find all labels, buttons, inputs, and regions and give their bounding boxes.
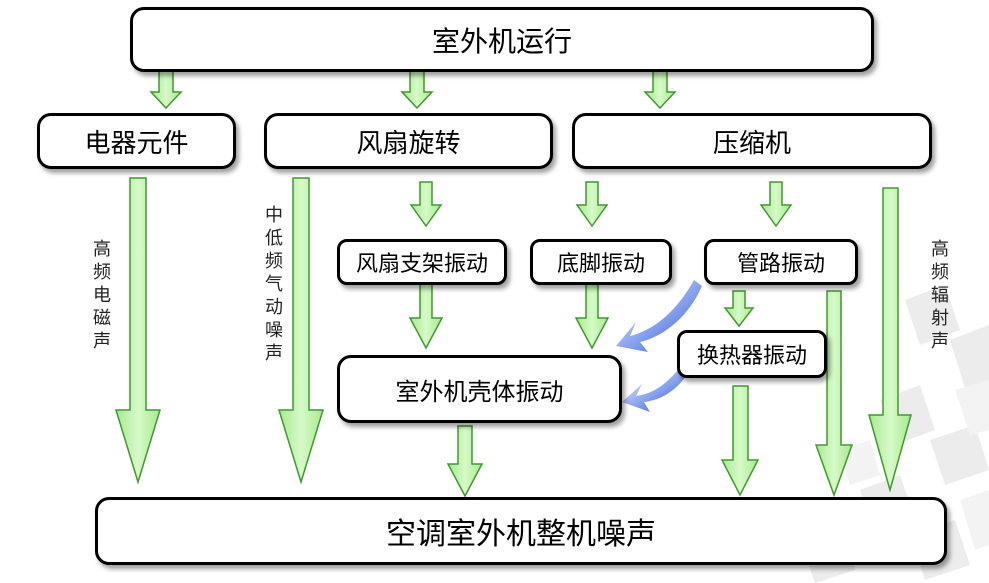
node-overall-noise: 空调室外机整机噪声 <box>95 497 947 565</box>
node-heat-exchanger-vibration: 换热器振动 <box>677 330 827 378</box>
node-fan-rotation: 风扇旋转 <box>264 113 553 169</box>
label-mid-low-freq-aerodynamic: 中低频气动噪声 <box>265 205 283 364</box>
node-foot-vibration: 底脚振动 <box>530 239 672 285</box>
node-housing-vibration: 室外机壳体振动 <box>337 355 622 423</box>
arrow-compressor-to-foot <box>575 181 609 228</box>
node-electrical-components: 电器元件 <box>37 113 236 169</box>
node-compressor: 压缩机 <box>572 113 932 169</box>
curved-arrow-exchanger-to-shell <box>622 370 686 412</box>
arrow-electrical-to-overall <box>114 177 162 485</box>
label-high-freq-electromagnetic: 高频电磁声 <box>93 239 111 352</box>
arrow-pipe-to-exchanger <box>723 290 755 328</box>
arrow-bracket-to-shell <box>408 282 444 350</box>
arrow-exchanger-to-overall <box>720 385 760 497</box>
node-pipe-vibration: 管路振动 <box>704 239 858 285</box>
arrow-fan-to-bracket <box>409 181 443 228</box>
arrow-fan-to-overall <box>277 177 325 485</box>
arrow-foot-to-shell <box>574 282 610 350</box>
arrow-compressor-to-overall <box>868 187 912 493</box>
arrow-pipe-to-overall <box>814 290 854 498</box>
label-high-freq-radiation: 高频辐射声 <box>931 239 949 352</box>
arrow-shell-to-overall <box>446 425 484 498</box>
node-outdoor-unit-running: 室外机运行 <box>130 7 874 72</box>
arrow-run-to-fan <box>400 70 434 110</box>
arrow-run-to-electrical <box>149 70 183 110</box>
curved-arrow-pipe-to-shell <box>616 280 702 352</box>
arrow-compressor-to-pipe <box>759 181 793 228</box>
arrow-run-to-compressor <box>643 70 677 110</box>
node-fan-bracket-vibration: 风扇支架振动 <box>337 239 507 285</box>
